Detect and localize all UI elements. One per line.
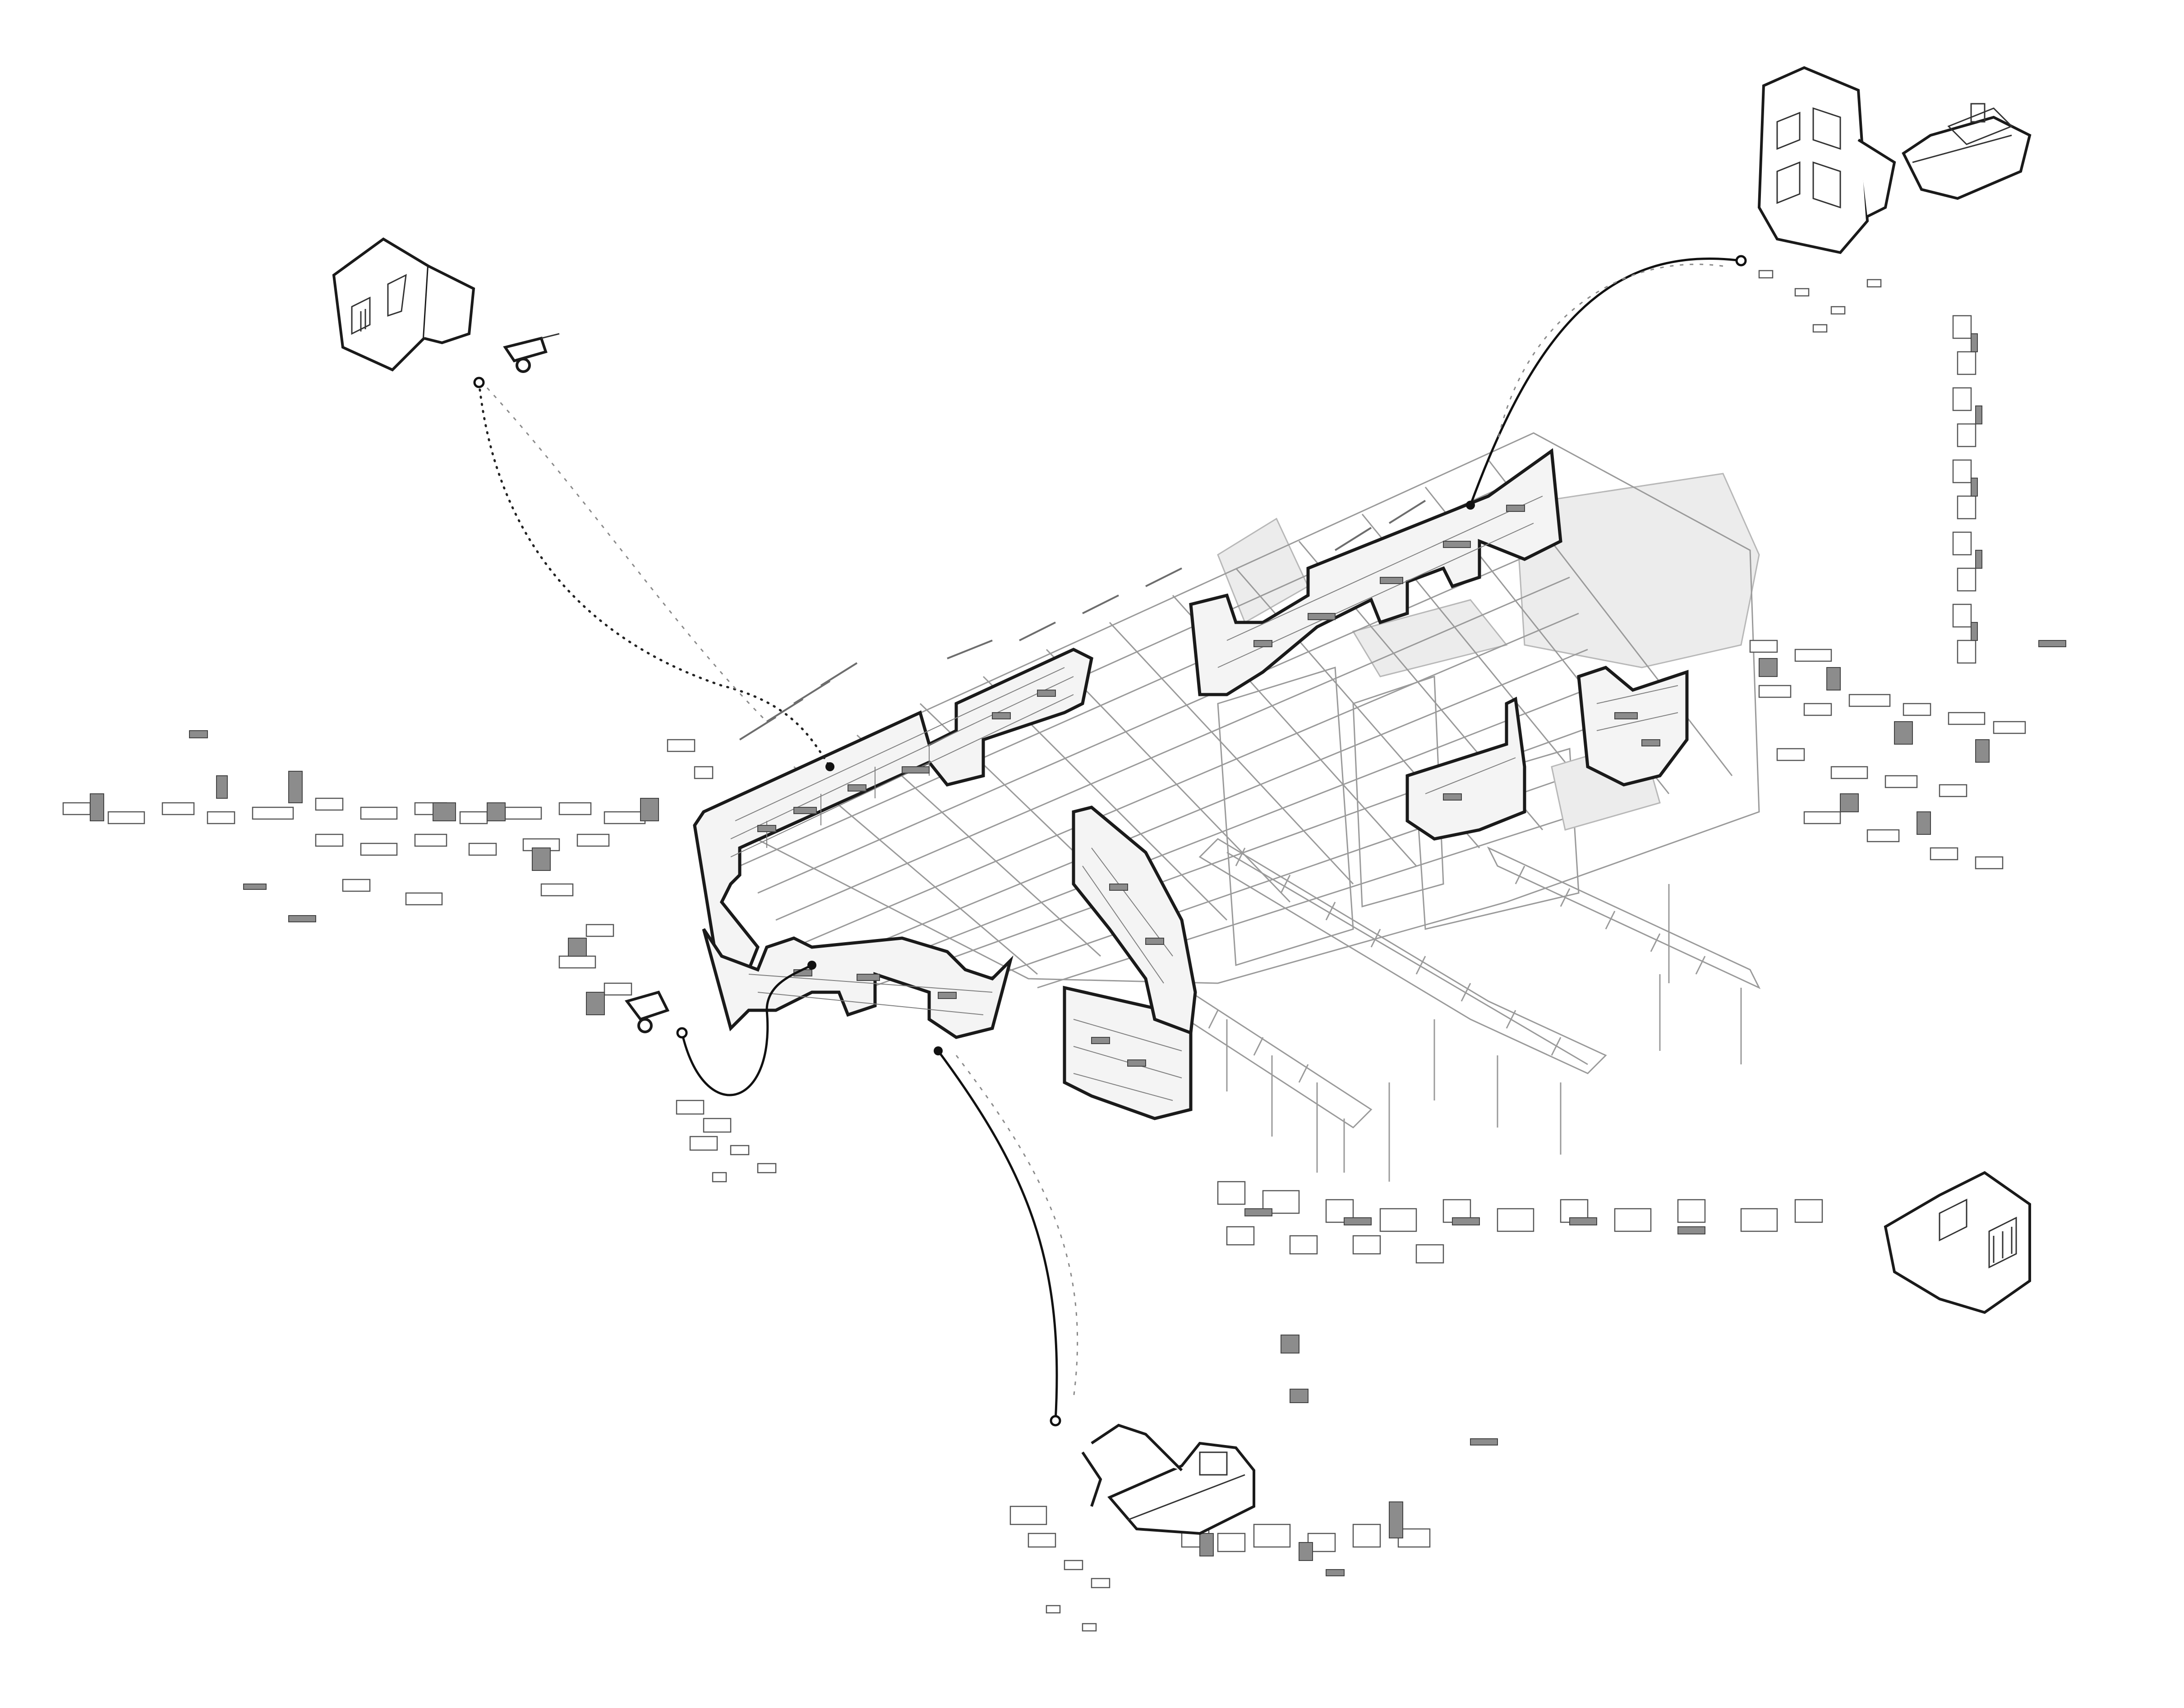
- ramp-structures: [1171, 838, 1761, 1182]
- path-from-building: [1469, 258, 1742, 506]
- ruined-building-icon: [1757, 66, 1896, 254]
- inner-volume: [1217, 667, 1354, 966]
- inner-volume-2: [1352, 675, 1444, 907]
- ruined-house-icon: [332, 237, 475, 372]
- excavator-icon: [1081, 1423, 1255, 1535]
- rubble-heap-top-right: [1758, 270, 1882, 333]
- building-structure: [702, 432, 1761, 1182]
- rubble-heap-left: [676, 1100, 777, 1183]
- path-node: [807, 961, 816, 970]
- floor-plate-outline: [702, 432, 1760, 984]
- roof-joists: [739, 500, 1426, 741]
- rubble-column-right: [1952, 315, 1982, 664]
- path-node: [676, 1027, 688, 1039]
- wheelbarrow-icon: [624, 990, 670, 1033]
- wall-fragment-right: [1577, 666, 1689, 787]
- transport-paths: [473, 255, 1747, 1427]
- path-node: [473, 377, 485, 388]
- ruined-house-icon: [1884, 1171, 2031, 1314]
- path-secondary-3: [955, 1055, 1078, 1399]
- path-node: [1466, 501, 1475, 510]
- path-node: [825, 762, 834, 771]
- wheelbarrow-icon: [503, 333, 560, 373]
- rubble-heap-bottom: [1009, 1505, 1110, 1632]
- rubble-field-bottom-right: [1217, 1181, 1823, 1446]
- path-from-wheelbarrow: [681, 964, 813, 1096]
- path-secondary-2: [1497, 263, 1723, 442]
- path-node: [934, 1046, 943, 1055]
- wall-rubble-infill: [757, 505, 1660, 1067]
- path-from-house: [478, 381, 831, 768]
- rubble-field-left: [62, 730, 714, 1015]
- path-from-excavator: [937, 1050, 1058, 1421]
- path-secondary: [486, 387, 768, 723]
- path-node: [1050, 1415, 1061, 1427]
- wall-fragment-long: [693, 648, 1093, 995]
- path-node: [1735, 255, 1747, 267]
- bulldozer-icon: [1902, 103, 2032, 200]
- salvaged-walls: [693, 448, 1689, 1120]
- wall-fragment-l: [1405, 696, 1526, 841]
- rubble-field-right: [1749, 640, 2066, 870]
